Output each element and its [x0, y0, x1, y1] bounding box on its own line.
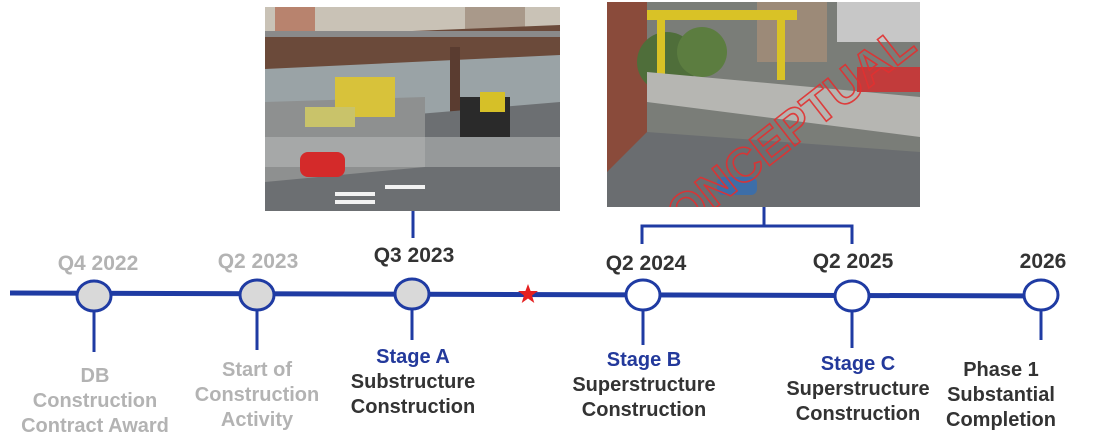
milestone-label-stage-c: Stage C Superstructure Construction [763, 352, 953, 427]
milestone-node-q2-2023 [238, 278, 276, 312]
milestone-label-line: Completion [946, 409, 1056, 431]
photo-bc-bracket [640, 224, 854, 244]
milestone-node-q2-2024 [624, 278, 662, 312]
star-icon [518, 284, 538, 303]
milestone-node-q3-2023 [393, 277, 431, 311]
milestone-label-line: Construction [350, 396, 476, 418]
stage-a-construction-photo [265, 7, 560, 211]
milestone-label-line: Superstructure [572, 374, 716, 396]
milestone-date-2026: 2026 [1019, 250, 1067, 273]
milestone-label-line: Start of [222, 359, 292, 381]
milestone-date-q4-2022: Q4 2022 [57, 252, 139, 275]
milestone-label-line: Substructure [350, 371, 476, 393]
milestone-date-q3-2023: Q3 2023 [373, 244, 455, 267]
milestone-node-q4-2022 [75, 279, 113, 313]
milestone-label-line: Construction [581, 399, 707, 421]
milestone-label-line: Activity [220, 409, 294, 431]
milestone-label-line: Substantial [947, 384, 1055, 406]
stage-b-title: Stage B [606, 349, 682, 371]
stage-c-title: Stage C [820, 353, 896, 375]
stage-a-title: Stage A [376, 346, 450, 368]
milestone-label-line: Contract Award [21, 415, 169, 437]
milestone-label-line: Superstructure [786, 378, 930, 400]
milestone-label-stage-a: Stage A Substructure Construction [318, 345, 508, 420]
milestone-label-line: Construction [795, 403, 921, 425]
milestone-label-line: DB [80, 365, 110, 387]
milestone-date-q2-2025: Q2 2025 [812, 250, 894, 273]
milestone-label-line: Construction [32, 390, 158, 412]
milestone-label-stage-b: Stage B Superstructure Construction [549, 348, 739, 423]
milestone-node-q2-2025 [833, 279, 871, 313]
milestone-node-2026 [1022, 278, 1060, 312]
milestone-label-phase-1-completion: Phase 1 Substantial Completion [906, 358, 1096, 433]
milestone-date-q2-2023: Q2 2023 [217, 250, 299, 273]
milestone-label-line: Construction [194, 384, 320, 406]
stage-bc-conceptual-rendering: CONCEPTUAL [607, 2, 920, 207]
milestone-label-line: Phase 1 [963, 359, 1039, 381]
milestone-date-q2-2024: Q2 2024 [605, 252, 687, 275]
milestone-label-start-of-construction: Start of Construction Activity [162, 358, 352, 433]
milestone-label-contract-award: DB Construction Contract Award [0, 364, 190, 439]
